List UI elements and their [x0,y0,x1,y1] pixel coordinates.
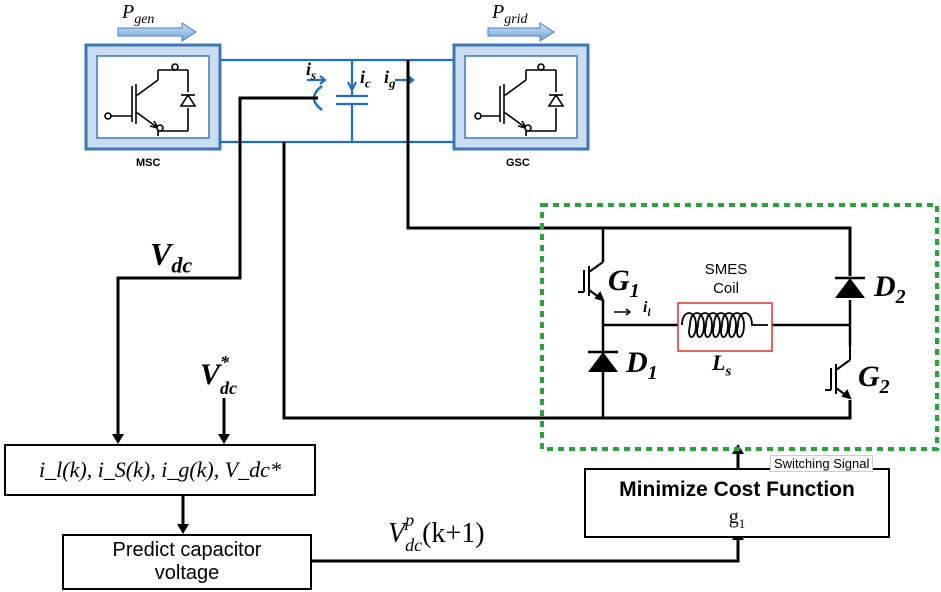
minimize-cost-block: Minimize Cost Function g1 [584,468,890,538]
ig-label: ig [384,67,396,91]
msc-converter [84,43,222,151]
gsc-converter [452,43,590,151]
g2-label: G2 [858,360,890,398]
d1-diode-icon [588,350,618,372]
p-gen-arrow [117,22,197,42]
is-label: is [306,59,317,83]
il-arrow-icon [614,308,632,316]
control-wiring [116,60,852,563]
smes-boundary [540,203,939,451]
predict-voltage-block: Predict capacitor voltage [62,534,312,590]
measurement-block: i_l(k), i_S(k), i_g(k), V_dc* [4,444,316,496]
il-label: il [643,299,651,320]
p-grid-label: Pgrid [492,1,528,27]
gsc-igbt-icon [474,63,565,136]
p-gen-label: Pgen [122,1,155,27]
smes-title: SMES Coil [704,261,748,297]
minimize-title: Minimize Cost Function [619,477,855,501]
msc-igbt-icon [104,63,197,136]
smes-inductor [677,302,773,352]
vdc-label: Vdc [150,236,193,278]
ls-label: Ls [712,350,732,380]
p-grid-arrow [487,22,555,42]
minimize-g: g1 [728,505,746,531]
msc-label: MSC [136,157,161,169]
dc-link-bus [220,58,454,144]
vdc-ref-label: V * dc [200,352,238,398]
d2-diode-icon [835,276,865,298]
g1-label: G1 [608,264,640,302]
ic-label: ic [360,67,371,91]
gsc-label: GSC [506,157,530,169]
measurement-text: i_l(k), i_S(k), i_g(k), V_dc* [39,457,281,482]
d1-label: D1 [626,346,658,384]
g2-transistor-icon [825,346,852,400]
vdc-prediction-label: V p dc (k+1) [388,510,485,555]
smes-circuit [601,228,852,418]
g1-transistor-icon [578,261,605,302]
predict-line-2: voltage [154,562,220,584]
switching-signal-label: Switching Signal [770,455,874,472]
predict-line-1: Predict capacitor [112,539,262,561]
d2-label: D2 [874,270,906,308]
